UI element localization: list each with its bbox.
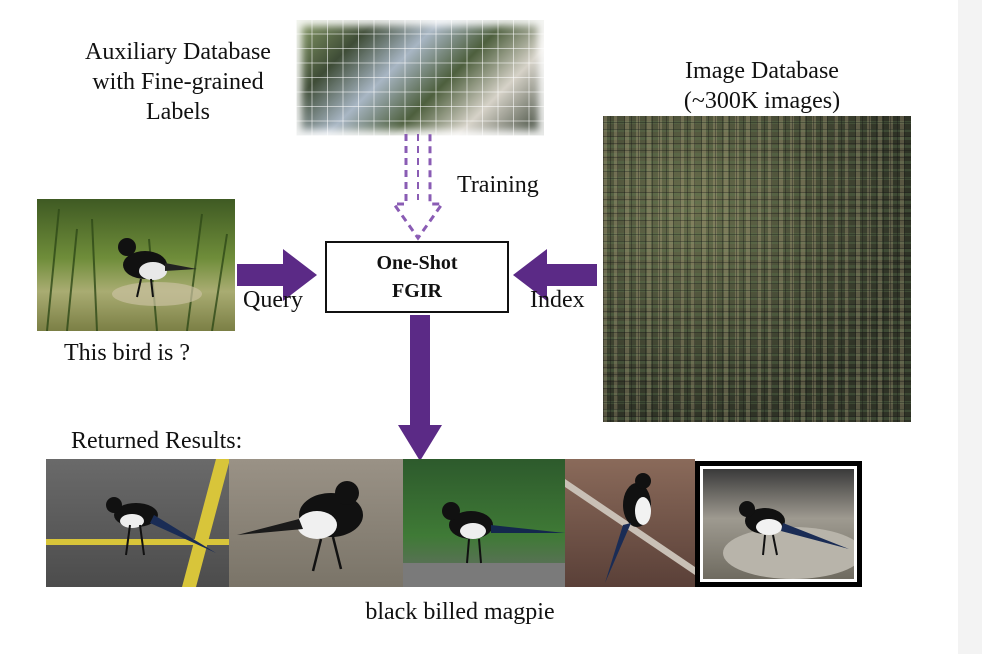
- box-line-2: FGIR: [392, 280, 442, 302]
- result-photo-5: [695, 461, 862, 587]
- results-arrow: [398, 315, 442, 461]
- imgdb-label-line-2: (~300K images): [683, 88, 841, 114]
- query-label: Query: [243, 287, 303, 313]
- query-bird-photo: [37, 199, 235, 331]
- magpie-illustration-3: [403, 502, 565, 587]
- question-label: This bird is ?: [64, 340, 190, 366]
- training-dashed-arrow: [391, 134, 445, 241]
- query-arrow: [237, 249, 317, 301]
- image-database-label: Image Database (~300K images): [642, 56, 882, 116]
- imgdb-label-line-1: Image Database: [685, 58, 839, 84]
- index-arrow: [513, 249, 597, 301]
- returned-results-label: Returned Results:: [71, 428, 243, 454]
- one-shot-fgir-box: One-Shot FGIR: [325, 241, 509, 313]
- right-edge-strip: [958, 0, 982, 654]
- result-photo-5-image: [703, 469, 857, 579]
- aux-database-mosaic: [296, 20, 544, 136]
- magpie-illustration-5: [723, 501, 857, 579]
- result-photo-2: [229, 459, 403, 587]
- result-photo-3: [403, 459, 565, 587]
- result-photo-4: [565, 459, 695, 587]
- training-label: Training: [457, 172, 539, 198]
- result-class-label: black billed magpie: [365, 599, 555, 625]
- aux-label-line-2: with Fine-grained: [92, 69, 264, 95]
- magpie-illustration-4: [565, 473, 695, 583]
- aux-label-line-1: Auxiliary Database: [85, 39, 271, 65]
- image-database-mosaic: [603, 116, 911, 422]
- aux-label-line-3: Labels: [146, 99, 210, 125]
- query-bird-illustration: [46, 208, 228, 331]
- aux-database-label: Auxiliary Database with Fine-grained Lab…: [66, 37, 290, 127]
- magpie-illustration-2: [237, 481, 363, 572]
- magpie-illustration-1: [46, 459, 230, 587]
- index-label: Index: [530, 287, 585, 313]
- result-photo-1: [46, 459, 230, 587]
- box-line-1: One-Shot: [376, 252, 458, 274]
